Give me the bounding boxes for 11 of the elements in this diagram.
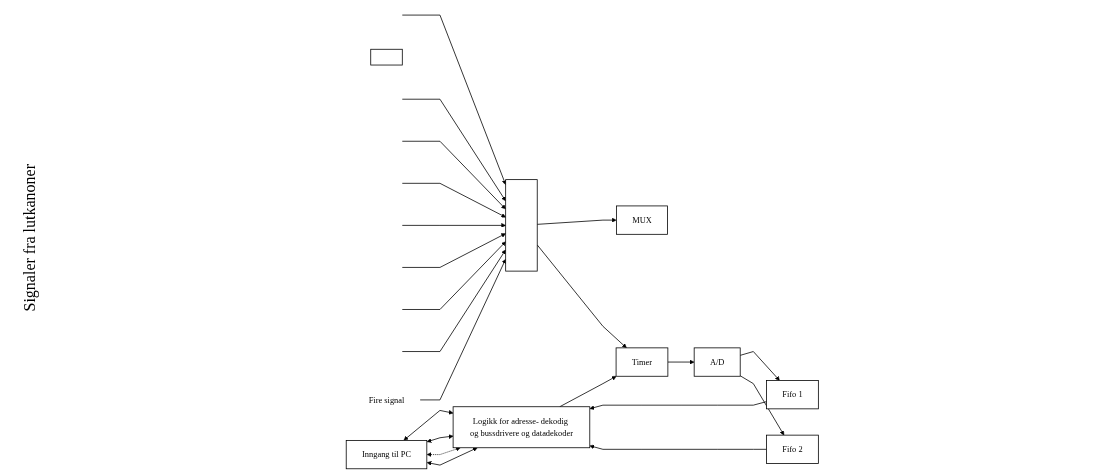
node-box: Timer	[615, 347, 668, 377]
node-box: Fifo 1	[765, 380, 819, 410]
node-box: Logikk for adresse- dekodig og bussdrivere og datadekoder	[452, 406, 590, 449]
node-box: MUX	[615, 205, 668, 235]
node-box: A/D	[693, 347, 741, 377]
side-label: Signaler fra lutkanoner	[21, 164, 39, 312]
node-box: Fifo 2	[765, 434, 819, 464]
node-bar	[505, 179, 538, 272]
node-text: Fire signal	[368, 395, 405, 405]
node-box: Inngang til PC	[345, 440, 427, 470]
node-box	[370, 48, 403, 66]
